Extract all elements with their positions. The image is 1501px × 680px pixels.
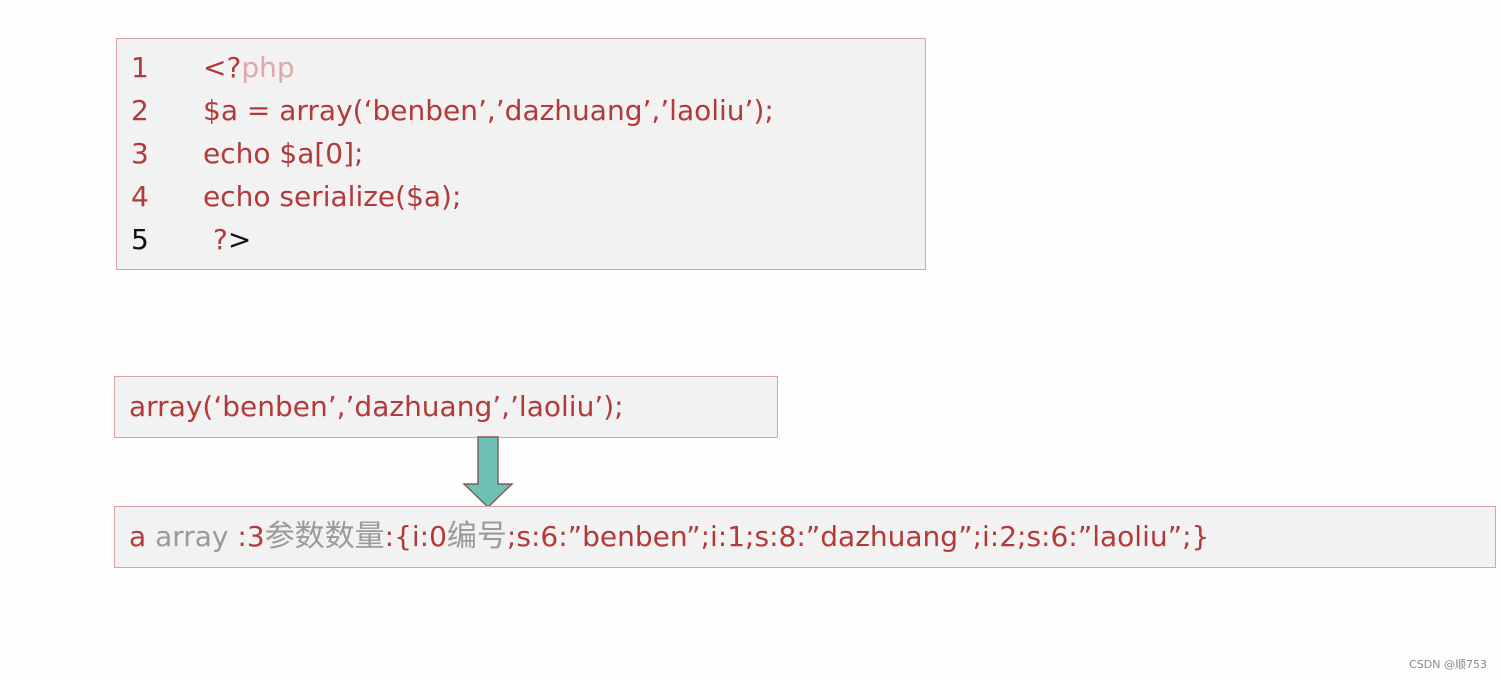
array-expression-box: array(‘benben’,’dazhuang’,’laoliu’); bbox=[114, 376, 778, 438]
code-text: <?php bbox=[203, 48, 295, 88]
type-annotation: array bbox=[146, 520, 238, 553]
code-text: $a = array(‘benben’,’dazhuang’,’laoliu’)… bbox=[203, 94, 774, 127]
php-close-question: ? bbox=[213, 223, 228, 256]
line-number: 3 bbox=[131, 137, 149, 170]
serialized-output-box: a array :3参数数量:{i:0编号;s:6:”benben”;i:1;s… bbox=[114, 506, 1496, 568]
watermark: CSDN @顺753 bbox=[1409, 658, 1487, 671]
line-number: 4 bbox=[131, 180, 149, 213]
code-block: 1 <?php 2 $a = array(‘benben’,’dazhuang’… bbox=[116, 38, 926, 270]
count-annotation: 参数数量 bbox=[264, 519, 385, 554]
code-text: echo serialize($a); bbox=[203, 180, 462, 213]
down-arrow-icon bbox=[462, 436, 514, 508]
array-expression-text: array(‘benben’,’dazhuang’,’laoliu’); bbox=[129, 390, 624, 423]
index-value: :{i:0 bbox=[384, 520, 447, 553]
code-text: echo $a[0]; bbox=[203, 137, 364, 170]
type-letter: a bbox=[129, 520, 147, 553]
line-number: 5 bbox=[131, 223, 149, 256]
count-value: :3 bbox=[237, 520, 265, 553]
line-number: 1 bbox=[131, 51, 149, 84]
php-keyword: php bbox=[241, 51, 295, 84]
php-open-tag: <? bbox=[203, 51, 242, 84]
index-annotation: 编号 bbox=[446, 519, 507, 554]
serialized-elements: ;s:6:”benben”;i:1;s:8:”dazhuang”;i:2;s:6… bbox=[506, 520, 1210, 553]
line-number: 2 bbox=[131, 94, 149, 127]
php-close-bracket: > bbox=[227, 223, 252, 256]
serialized-output-text: a array :3参数数量:{i:0编号;s:6:”benben”;i:1;s… bbox=[129, 517, 1209, 557]
code-text: ?> bbox=[213, 220, 251, 260]
